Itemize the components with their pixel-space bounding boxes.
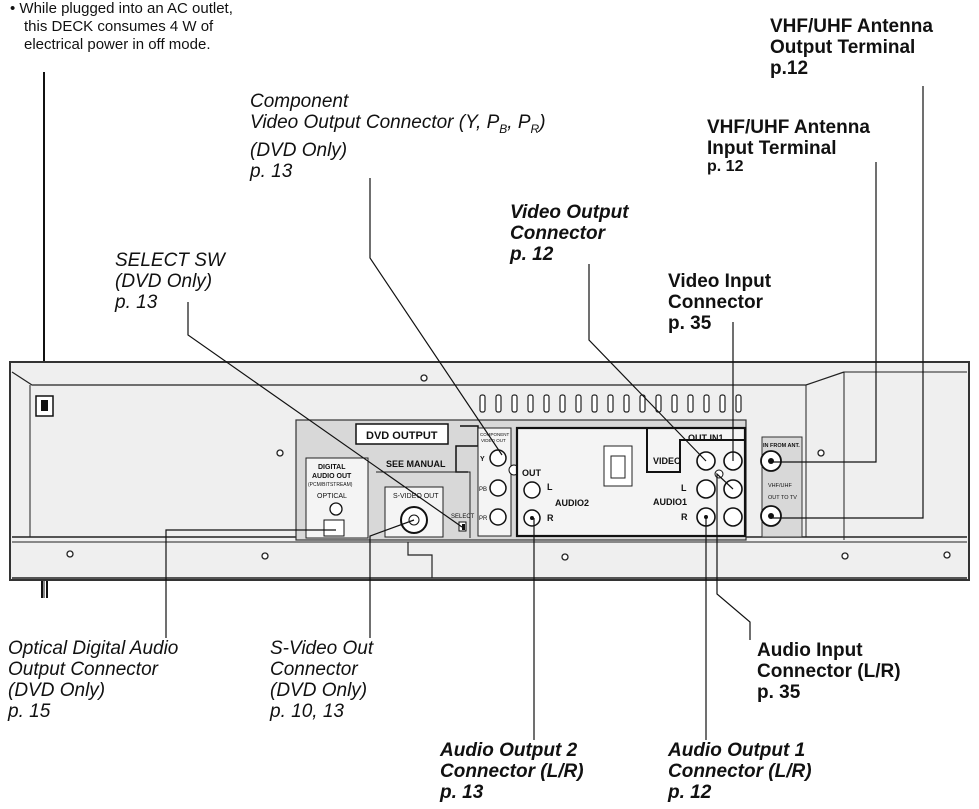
power-socket [35,395,54,417]
dvd-output-label: DVD OUTPUT [366,430,438,442]
pr-label: PR [479,516,488,522]
label-audio-output-2: Audio Output 2 Connector (L/R) p. 13 [440,740,584,803]
optical-connector [329,502,343,516]
component-sub-r: R [530,121,540,136]
audio1-label: AUDIO1 [653,497,687,507]
component-text-c: , P [507,112,531,133]
video-label: VIDEO [653,456,681,466]
out-in1-label: OUT IN1 [688,433,724,443]
label-audio-input-line-1: Audio Input [757,640,863,661]
label-audio-output-2-line-1: Audio Output 2 [440,740,578,761]
in-from-ant-label: IN FROM ANT. [763,443,800,449]
label-antenna-output-line-2: Output Terminal [770,37,916,58]
select-panel-label: SELECT [451,514,475,520]
label-audio-output-1-line-1: Audio Output 1 [668,740,806,761]
component-pr-jack [489,508,507,526]
audio1-out-l-jack [696,479,716,499]
pb-label: PB [479,487,487,493]
out-label: OUT [522,468,542,478]
screws [66,374,951,561]
label-video-output-line-2: Connector [510,223,605,244]
label-select-sw-line-1: SELECT SW [115,250,225,271]
label-antenna-input-line-1: VHF/UHF Antenna [707,117,870,138]
label-component-line-3: (DVD Only) [250,139,348,161]
component-text-close: ) [539,112,546,133]
label-video-input-line-1: Video Input [668,271,772,292]
label-optical-digital-audio: Optical Digital Audio Output Connector (… [8,638,178,722]
label-audio-output-1: Audio Output 1 Connector (L/R) p. 12 [668,740,812,803]
label-audio-output-2-line-3: p. 13 [440,782,484,803]
label-optical-line-4: p. 15 [8,701,51,722]
label-select-sw-line-2: (DVD Only) [115,271,213,292]
leader-lines [165,86,924,740]
label-video-input: Video Input Connector p. 35 [668,271,771,334]
pcm-bitstream-label: (PCM/BITSTREAM) [308,482,353,488]
audio1-r-label: R [681,512,688,522]
label-antenna-input-line-3: p. 12 [707,158,744,175]
audio2-l-label: L [547,482,553,492]
label-optical-line-1: Optical Digital Audio [8,638,179,659]
label-video-output-line-3: p. 12 [510,244,554,265]
label-component-video: Component Video Output Connector (Y, PB,… [250,91,546,182]
label-antenna-input-line-2: Input Terminal [707,138,837,159]
audio1-in-r-jack [723,507,743,527]
label-video-input-line-3: p. 35 [668,313,712,334]
out-to-tv-label: OUT TO TV [768,495,797,501]
audio2-l-jack [523,481,541,499]
power-note-line-1: • While plugged into an AC outlet, [10,0,233,17]
audio2-label: AUDIO2 [555,498,589,508]
label-svideo-out: S-Video Out Connector (DVD Only) p. 10, … [270,638,373,722]
label-video-output-line-1: Video Output [510,202,629,223]
center-bracket [603,445,633,487]
label-antenna-output-line-3: p.12 [770,58,809,79]
optical-label: OPTICAL [317,493,347,500]
label-component-line-1: Component [250,91,349,112]
label-antenna-output: VHF/UHF Antenna Output Terminal p.12 [770,16,933,79]
label-optical-line-2: Output Connector [8,659,158,680]
label-optical-line-3: (DVD Only) [8,680,106,701]
label-video-output: Video Output Connector p. 12 [510,202,629,265]
label-component-line-2: Video Output Connector (Y, PB, PR) [250,112,546,140]
label-select-sw-line-3: p. 13 [115,292,158,313]
audio-out-label: AUDIO OUT [312,473,352,480]
label-svideo-line-3: (DVD Only) [270,680,368,701]
label-audio-input-line-3: p. 35 [757,682,801,703]
component-panel-label-1: COMPONENT [480,432,510,437]
component-pb-jack [489,479,507,497]
label-svideo-line-2: Connector [270,659,358,680]
digital-label: DIGITAL [318,464,346,471]
component-y-jack [489,449,507,467]
audio2-r-label: R [547,513,554,523]
component-panel-label-2: VIDEO OUT [481,438,506,443]
power-note-line-3: electrical power in off mode. [24,36,211,53]
label-audio-output-1-line-2: Connector (L/R) [668,761,812,782]
power-note-line-2: this DECK consumes 4 W of [24,18,214,35]
label-antenna-output-line-1: VHF/UHF Antenna [770,16,933,37]
label-audio-input-line-2: Connector (L/R) [757,661,901,682]
y-label: Y [480,456,485,463]
label-select-sw: SELECT SW (DVD Only) p. 13 [115,250,225,313]
power-note: • While plugged into an AC outlet, this … [10,0,233,54]
component-sub-b: B [499,121,508,136]
label-audio-output-2-line-2: Connector (L/R) [440,761,584,782]
label-svideo-line-1: S-Video Out [270,638,374,659]
svideo-out-panel-label: S-VIDEO OUT [393,493,439,500]
vhf-uhf-label: VHF/UHF [768,483,792,489]
label-svideo-line-4: p. 10, 13 [270,701,344,722]
label-audio-output-1-line-3: p. 12 [668,782,712,803]
label-component-line-4: p. 13 [250,160,293,182]
audio1-l-label: L [681,483,687,493]
component-text-a: Video Output Connector (Y, P [250,112,500,133]
label-antenna-input: VHF/UHF Antenna Input Terminal p. 12 [707,117,870,175]
vent-slots [479,394,742,413]
label-audio-input: Audio Input Connector (L/R) p. 35 [757,640,901,703]
label-video-input-line-2: Connector [668,292,763,313]
see-manual-label: SEE MANUAL [386,459,446,469]
